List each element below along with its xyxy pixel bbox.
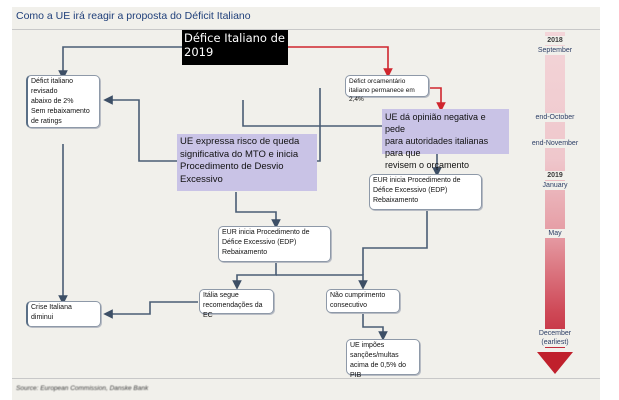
footer-divider — [12, 378, 600, 379]
node-crisis-eases: Crise Italiana diminui — [26, 301, 101, 327]
source-note: Source: European Commission, Danske Bank — [16, 385, 149, 392]
timeline-december: December (earliest) — [520, 329, 590, 347]
timeline-bar — [545, 32, 565, 348]
connector-remains-to-mto — [103, 88, 321, 162]
timeline-january: January — [520, 181, 590, 190]
connector-start-to-remains — [288, 46, 393, 78]
connector-start-to-revised — [58, 46, 182, 80]
connector-mto-to-edp-center — [235, 192, 281, 229]
node-eu-sanctions: UE impões sanções/multas acima de 0,5% d… — [346, 339, 420, 379]
timeline-may: May — [520, 229, 590, 238]
connector-edp-right-to-noncompliance — [362, 210, 428, 275]
timeline-end-october: end-October — [520, 113, 590, 122]
diagram-panel — [12, 7, 600, 400]
title-divider — [12, 29, 600, 30]
timeline-arrow-icon — [537, 352, 573, 374]
node-edp-right: EUR inicia Procedimento de Défice Excess… — [369, 174, 482, 210]
connector-remains-to-negative — [430, 87, 446, 112]
timeline-end-november: end-November — [520, 139, 590, 148]
node-italy-follows: Itália segue recomendações da EC — [199, 289, 274, 319]
node-eu-negative-opinion: UE dá opinião negativa e pede para autor… — [382, 109, 509, 170]
node-deficit-remains: Défict orcamentário italiano permanece e… — [345, 75, 429, 103]
start-node-deficit-2019: Défice Italiano de 2019 — [182, 30, 288, 65]
node-deficit-revised: Défict italiano revisado abaixo de 2% Se… — [26, 75, 100, 128]
timeline-year-2018: 2018 — [520, 36, 590, 45]
connector-italy-to-crisis — [103, 301, 198, 319]
timeline-year-2019: 2019 — [520, 171, 590, 180]
diagram-title: Como a UE irá reagir a proposta do Défic… — [16, 10, 251, 22]
connector-edp-center-split — [232, 262, 277, 290]
connector-noncompliance-to-sanctions — [362, 312, 388, 341]
timeline-september: September — [520, 46, 590, 55]
connector-negative-to-revised — [242, 100, 382, 127]
node-eu-mto-risk: UE expressa risco de queda significativa… — [177, 134, 317, 191]
node-edp-center: EUR inicia Procedimento de Défice Excess… — [218, 226, 331, 262]
node-non-compliance: Não cumprimento consecutivo — [326, 289, 400, 313]
